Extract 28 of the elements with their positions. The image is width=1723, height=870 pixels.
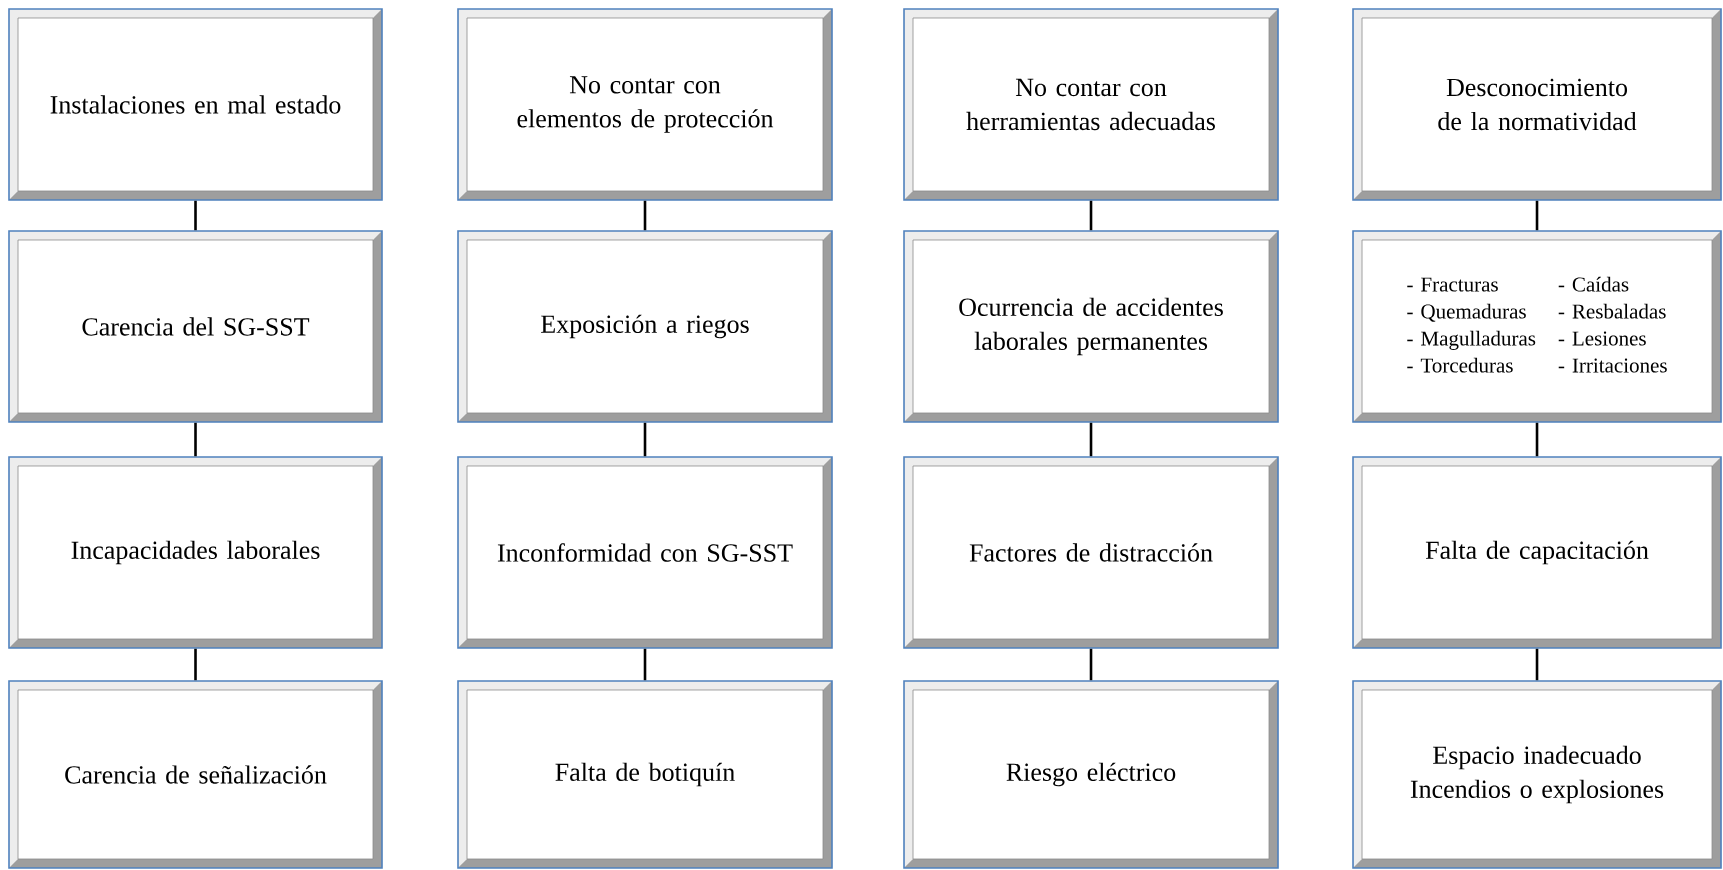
connector-line [194, 422, 197, 457]
process-box: Riesgo eléctrico [903, 680, 1279, 869]
connector-line [194, 648, 197, 681]
process-box: Falta de capacitación [1352, 456, 1722, 649]
process-box: Ocurrencia de accidentes laborales permanentes [903, 230, 1279, 423]
connector-line [643, 200, 647, 231]
connector-line [643, 648, 647, 681]
process-box: Carencia del SG-SST [8, 230, 383, 423]
connector-line [1089, 648, 1093, 681]
connector-line [1535, 422, 1539, 457]
process-box: Espacio inadecuado Incendios o explosiones [1352, 680, 1722, 869]
process-box: Desconocimiento de la normatividad [1352, 8, 1722, 201]
process-box: Carencia de señalización [8, 680, 383, 869]
connector-line [643, 422, 647, 457]
connector-line [1089, 200, 1093, 231]
process-box: Falta de botiquín [457, 680, 833, 869]
connector-line [1089, 422, 1093, 457]
process-box: No contar con herramientas adecuadas [903, 8, 1279, 201]
process-box: Exposición a riegos [457, 230, 833, 423]
process-box: - Fracturas - Caídas - Quemaduras - Resbaladas - Magulladuras - Lesiones - Torceduras - Irritaciones [1352, 230, 1722, 423]
process-box: No contar con elementos de protección [457, 8, 833, 201]
connector-line [1535, 648, 1539, 681]
process-box: Incapacidades laborales [8, 456, 383, 649]
process-box: Instalaciones en mal estado [8, 8, 383, 201]
connector-line [1535, 200, 1539, 231]
process-box: Inconformidad con SG-SST [457, 456, 833, 649]
process-box: Factores de distracción [903, 456, 1279, 649]
connector-line [194, 200, 197, 231]
